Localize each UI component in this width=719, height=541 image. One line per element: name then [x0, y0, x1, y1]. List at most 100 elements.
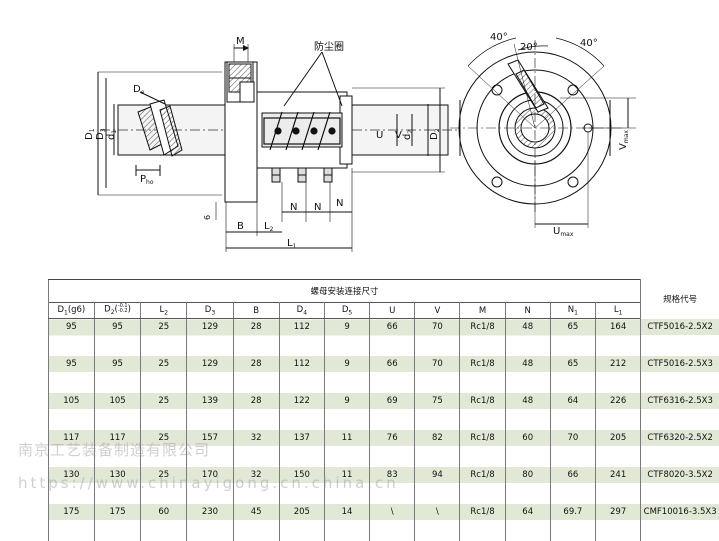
table-cell: 139	[186, 392, 234, 430]
table-cell: 226	[595, 392, 642, 430]
section-view	[97, 44, 460, 252]
table-cell: 65	[550, 318, 596, 356]
table-cell: 76	[369, 429, 416, 467]
table-cell: 45	[233, 503, 280, 541]
table-cell: 48	[505, 318, 551, 356]
table-cell: 297	[595, 503, 642, 541]
table-cell: 25	[140, 355, 188, 393]
label-N3: N	[336, 198, 343, 209]
table-cell: 66	[550, 466, 596, 504]
table-cell: 122	[279, 392, 325, 430]
spec-code-cell: CTF6316-2.5X3	[640, 392, 719, 430]
table-cell: Rc1/8	[459, 392, 506, 430]
table-cell: 9	[324, 392, 371, 430]
table-cell: 75	[414, 392, 461, 430]
column-header: D2(-0.1-0.2)	[94, 302, 142, 319]
label-six: 6	[203, 215, 212, 220]
table-cell: 11	[324, 429, 371, 467]
label-De: De	[133, 84, 145, 96]
table-cell: 129	[186, 318, 234, 356]
column-header: D4	[279, 302, 325, 319]
table-cell: 164	[595, 318, 642, 356]
bolt-hole	[491, 176, 503, 188]
group-title: 螺母安装连接尺寸	[47, 279, 642, 303]
table-cell: 11	[324, 466, 371, 504]
table-cell: 95	[94, 355, 142, 393]
table-cell: 130	[94, 466, 142, 504]
table-cell: 25	[140, 429, 188, 467]
label-V: V	[395, 130, 402, 141]
row-blank-cell	[0, 355, 49, 393]
technical-drawing: M 防尘圈 De D1 D3 d1 Pho 6 B L2 L1 N N N U …	[84, 32, 636, 252]
table-cell: 64	[505, 503, 551, 541]
table-cell: \	[369, 503, 416, 541]
label-L2: L2	[264, 221, 274, 233]
row-blank-cell	[0, 466, 49, 504]
spec-code-cell: CTF5016-2.5X2	[640, 318, 719, 356]
table-cell: 9	[324, 355, 371, 393]
row-blank-cell	[0, 392, 49, 430]
table-cell: 80	[505, 466, 551, 504]
column-header: N1	[550, 302, 596, 319]
table-cell: 70	[414, 355, 461, 393]
label-L1: L1	[287, 238, 297, 250]
table-cell: 28	[233, 318, 280, 356]
table-cell: 28	[233, 355, 280, 393]
label-M: M	[236, 36, 245, 47]
table-cell: 105	[94, 392, 142, 430]
table-cell: Rc1/8	[459, 318, 506, 356]
bolt-hole	[567, 176, 579, 188]
label-angle40-right: 40°	[580, 38, 598, 49]
table-cell: 25	[140, 466, 188, 504]
table-cell: 175	[94, 503, 142, 541]
label-D1: D1	[84, 128, 96, 140]
column-header: L2	[140, 302, 188, 319]
table-cell: 25	[140, 318, 188, 356]
table-cell: 70	[414, 318, 461, 356]
table-cell: 28	[233, 392, 280, 430]
table-cell: 48	[505, 392, 551, 430]
table-cell: Rc1/8	[459, 429, 506, 467]
table-cell: 66	[369, 355, 416, 393]
table-cell: 95	[94, 318, 142, 356]
table-cell: 65	[550, 355, 596, 393]
label-dust-ring: 防尘圈	[314, 40, 344, 53]
table-cell: 94	[414, 466, 461, 504]
table-cell: \	[414, 503, 461, 541]
table-cell: 129	[186, 355, 234, 393]
label-Pho: Pho	[140, 174, 154, 186]
label-angle40-left: 40°	[490, 32, 508, 43]
table-cell: 32	[233, 429, 280, 467]
table-cell: 105	[47, 392, 95, 430]
table-cell: 212	[595, 355, 642, 393]
table-cell: 130	[47, 466, 95, 504]
bolt-hole	[491, 84, 503, 96]
label-N1: N	[290, 202, 297, 213]
table-cell: 117	[94, 429, 142, 467]
grease-nipples	[271, 167, 333, 183]
label-d1: d1	[106, 130, 118, 140]
spec-code-cell: CTF5016-2.5X3	[640, 355, 719, 393]
label-B: B	[237, 221, 244, 232]
section-labels: M 防尘圈 De D1 D3 d1 Pho 6 B L2 L1 N N N U …	[84, 36, 441, 250]
table-cell: 95	[47, 318, 95, 356]
label-N2: N	[314, 202, 321, 213]
label-U: U	[376, 130, 383, 141]
table-cell: 69	[369, 392, 416, 430]
column-header: L1	[595, 302, 641, 319]
table-blank-corner	[0, 280, 48, 303]
table-cell: 170	[186, 466, 234, 504]
column-header: N	[505, 302, 551, 319]
code-header: 规格代号	[640, 279, 719, 319]
table-cell: 32	[233, 466, 280, 504]
end-view-labels: 40° 20° 40° Vmax Umax	[490, 32, 630, 238]
spec-code-cell: CTF6320-2.5X2	[640, 429, 719, 467]
table-cell: Rc1/8	[459, 503, 506, 541]
column-header: B	[233, 302, 280, 319]
row-blank-cell	[0, 503, 49, 541]
column-header: V	[414, 302, 461, 319]
